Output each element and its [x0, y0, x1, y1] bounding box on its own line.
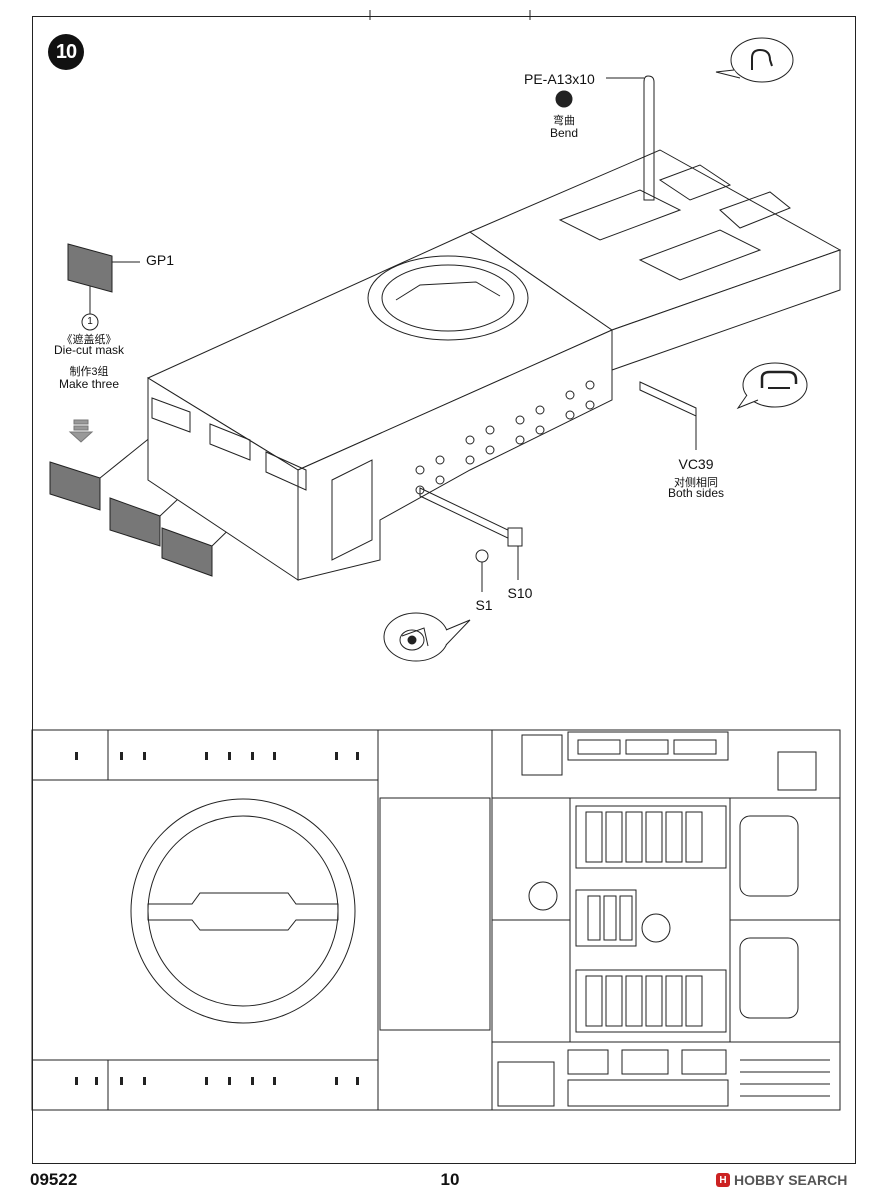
- make-cn-label: 制作3组: [69, 366, 109, 378]
- side-door: [331, 459, 373, 561]
- sides-en-label: Both sides: [667, 486, 725, 500]
- s10-part-label: S10: [507, 585, 533, 601]
- mask-en-label: Die-cut mask: [53, 343, 125, 357]
- plan-bolts: [75, 752, 359, 1085]
- registration-marks: [369, 10, 531, 20]
- hull-isometric: [146, 149, 842, 581]
- vc-part-label: VC39: [678, 456, 714, 472]
- step-number-badge: 10: [48, 34, 84, 70]
- brand-name: HOBBY SEARCH: [734, 1172, 848, 1188]
- s1-s10-parts: [419, 487, 523, 592]
- gp1-mask-part: [67, 243, 140, 314]
- plan-view-hull: [31, 729, 841, 1111]
- sides-cn-label: 对侧相同: [674, 477, 718, 489]
- make-en-label: Make three: [58, 377, 120, 391]
- mask-pieces: [49, 461, 213, 577]
- page-number: 10: [440, 1170, 460, 1189]
- plan-stowage-boxes: [497, 731, 817, 1107]
- product-code: 09522: [30, 1170, 78, 1189]
- viewpoint-speech-bubble-icon: [383, 612, 471, 662]
- bend-speech-bubble-icon: [715, 37, 794, 83]
- turret-ring: [367, 255, 529, 341]
- gp-part-label: GP1: [146, 252, 175, 268]
- handle-speech-bubble-icon: [736, 362, 808, 410]
- vc39-part: [639, 381, 697, 450]
- bend-symbol-icon: [555, 90, 573, 108]
- brand-watermark: H HOBBY SEARCH: [716, 1172, 847, 1188]
- instruction-frame: [32, 16, 856, 1164]
- bend-cn-label: 弯曲: [553, 115, 575, 127]
- brand-logo-icon: H: [716, 1173, 730, 1187]
- mask-number-label: 1: [87, 316, 93, 327]
- s1-part-label: S1: [475, 597, 493, 613]
- front-plate-bolts: [415, 380, 595, 495]
- vision-slots: [151, 397, 307, 491]
- bend-en-label: Bend: [549, 126, 579, 140]
- plan-turret-ring: [130, 798, 356, 1024]
- pe-part-label: PE-A13x10: [524, 71, 595, 87]
- mask-number-circle: [81, 313, 99, 331]
- plan-engine-grilles: [528, 805, 830, 1097]
- rear-deck-grilles: [558, 164, 791, 281]
- downward-arrow-icon: [68, 419, 94, 443]
- pe-a13-part: [606, 75, 655, 201]
- mask-cn-label: 《遮盖纸》: [61, 334, 117, 346]
